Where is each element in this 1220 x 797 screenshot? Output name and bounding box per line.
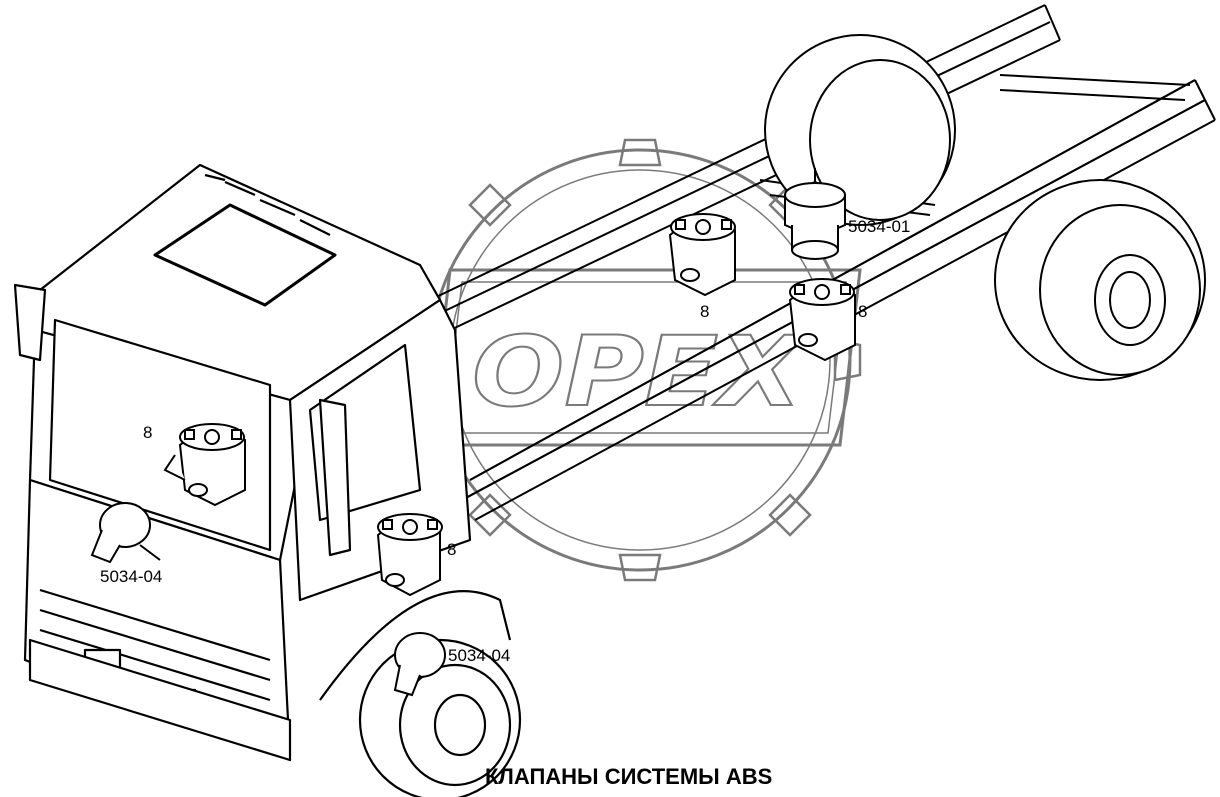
watermark-text: OPEX	[472, 316, 807, 428]
label-relay-valve: 5034-01	[848, 217, 910, 236]
label-valve-frame-left: 8	[700, 302, 709, 321]
abs-valve-frame-left	[668, 213, 736, 297]
label-chamber-right: 5034-04	[448, 646, 510, 665]
diagram-title: КЛАПАНЫ СИСТЕМЫ ABS	[485, 764, 772, 789]
truck-cab	[13, 163, 512, 762]
rear-wheels	[764, 34, 1206, 381]
abs-valve-frame-right	[788, 278, 856, 362]
relay-valve	[784, 168, 846, 260]
brake-chamber-right	[393, 632, 446, 697]
label-valve-side: 8	[447, 540, 456, 559]
label-valve-cab: 8	[143, 423, 152, 442]
abs-valve-side	[376, 513, 443, 597]
label-chamber-left: 5034-04	[100, 567, 162, 586]
abs-valve-cab	[163, 423, 246, 507]
label-valve-frame-right: 8	[858, 302, 867, 321]
brake-chamber-left	[90, 502, 161, 564]
